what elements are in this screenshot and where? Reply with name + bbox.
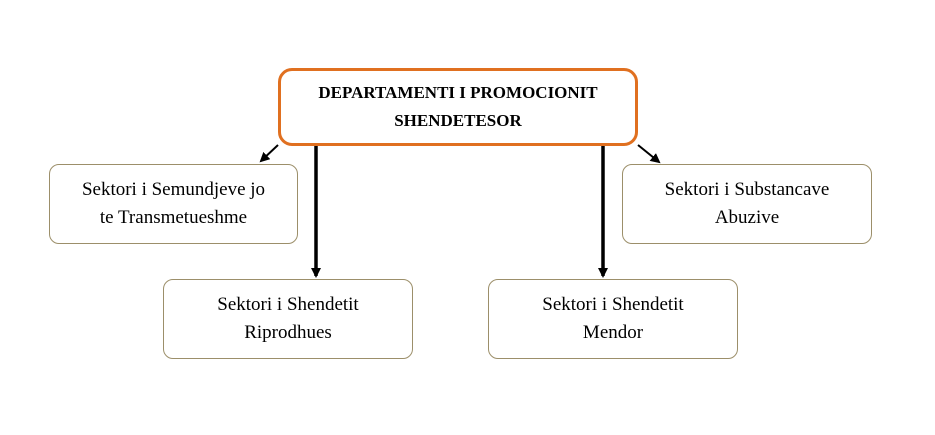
sector-label-line1: Sektori i Shendetit: [542, 294, 684, 315]
sector-label-line2: Mendor: [582, 322, 644, 343]
sector-box-mendor: Sektori i Shendetit Mendor: [488, 279, 738, 359]
sector-label-line1: Sektori i Shendetit: [217, 294, 359, 315]
root-department-box: DEPARTAMENTI I PROMOCIONIT SHENDETESOR: [278, 68, 638, 146]
sector-label-line2: Riprodhues: [244, 322, 332, 343]
root-title-line1: DEPARTAMENTI I PROMOCIONIT: [318, 83, 598, 102]
sector-label-line2: te Transmetueshme: [99, 207, 248, 228]
root-title-line2: SHENDETESOR: [394, 111, 522, 130]
sector-box-riprodhues: Sektori i Shendetit Riprodhues: [163, 279, 413, 359]
sector-box-abuzive: Sektori i Substancave Abuzive: [622, 164, 872, 244]
sector-label-line1: Sektori i Substancave: [664, 179, 830, 200]
sector-label-line2: Abuzive: [714, 207, 780, 228]
sector-box-semundje: Sektori i Semundjeve jo te Transmetueshm…: [49, 164, 298, 244]
sector-label-line1: Sektori i Semundjeve jo: [81, 179, 266, 200]
arrow-to-abuzive: [637, 144, 661, 164]
arrow-to-semundje: [259, 144, 279, 163]
